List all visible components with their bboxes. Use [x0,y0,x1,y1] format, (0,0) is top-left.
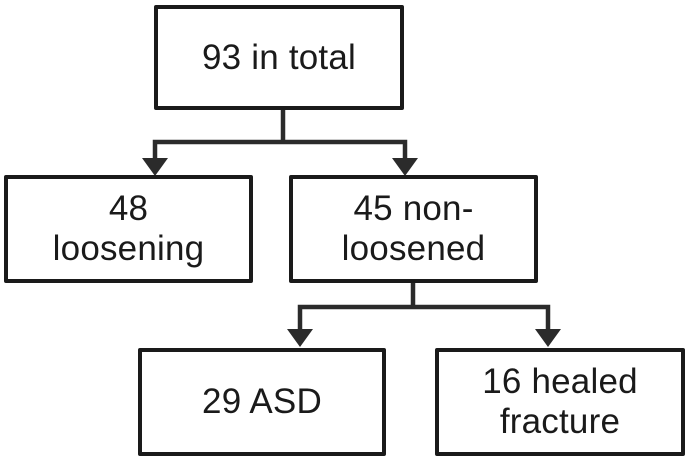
node-asd: 29 ASD [138,348,386,456]
node-asd-label: 29 ASD [202,382,322,422]
connector-bottom-bar [297,304,551,333]
node-loosening: 48 loosening [4,175,253,283]
node-healed-fracture-label: 16 healed fracture [482,362,638,441]
arrow-down-icon [287,329,313,347]
arrow-down-icon [142,158,168,176]
node-total: 93 in total [154,5,404,110]
node-healed-fracture: 16 healed fracture [435,348,685,456]
connector-top-bar [152,139,408,162]
node-non-loosened-label: 45 non- loosened [341,189,486,268]
node-non-loosened: 45 non- loosened [289,175,538,283]
arrow-down-icon [535,329,561,347]
node-total-label: 93 in total [202,37,356,77]
node-loosening-label: 48 loosening [52,189,205,268]
arrow-down-icon [392,158,418,176]
